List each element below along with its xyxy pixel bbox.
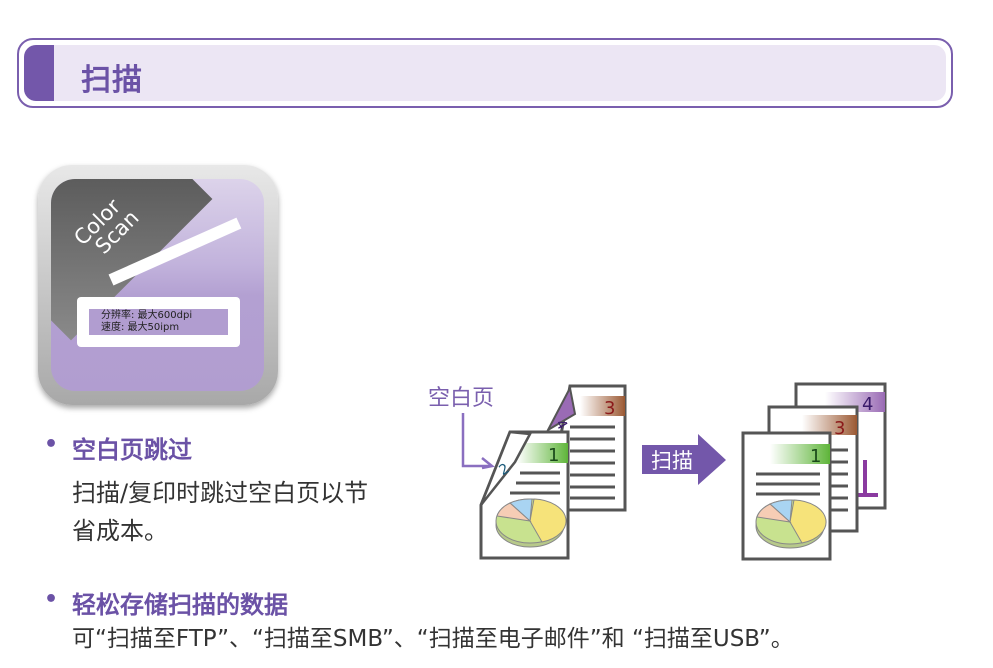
feature-text-easy-store: 可“扫描至FTP”、“扫描至SMB”、“扫描至电子邮件”和 “扫描至USB”。 bbox=[72, 626, 794, 652]
spec-resolution: 分辨率: 最大600dpi bbox=[101, 310, 193, 321]
page-number-3: 3 bbox=[604, 398, 615, 419]
output-number-3: 3 bbox=[834, 418, 845, 439]
page-number-1: 1 bbox=[548, 445, 559, 466]
page-3-doc: 3 4 bbox=[545, 384, 627, 512]
bullet-dot: • bbox=[44, 432, 59, 457]
section-header: 扫描 bbox=[17, 38, 953, 108]
feature-text-line: 省成本。 bbox=[72, 517, 168, 545]
blank-page-skip-diagram: 空白页 3 4 1 2 扫描 4 3 bbox=[428, 382, 887, 561]
feature-title-blank-skip: 空白页跳过 bbox=[72, 436, 192, 464]
page-title: 扫描 bbox=[81, 63, 143, 98]
header-accent-tab bbox=[24, 45, 54, 101]
feature-text-line: 扫描/复印时跳过空白页以节 bbox=[72, 479, 369, 507]
page-1-doc: 1 2 bbox=[479, 430, 570, 560]
feature-text-blank-skip: 扫描/复印时跳过空白页以节 省成本。 bbox=[72, 474, 368, 550]
pointer-line bbox=[461, 413, 490, 468]
color-scan-icon: Color Scan 分辨率: 最大600dpi 速度: 最大50ipm bbox=[38, 165, 278, 405]
output-number-4: 4 bbox=[862, 394, 873, 415]
feature-title-easy-store: 轻松存储扫描的数据 bbox=[72, 591, 288, 619]
bullet-dot: • bbox=[44, 587, 59, 612]
pointer-arrowhead bbox=[481, 457, 495, 470]
header-bar: 扫描 bbox=[24, 45, 946, 101]
blank-page-label: 空白页 bbox=[428, 386, 494, 411]
spec-display: 分辨率: 最大600dpi 速度: 最大50ipm bbox=[89, 309, 228, 335]
scanner-bed-icon: 分辨率: 最大600dpi 速度: 最大50ipm bbox=[77, 297, 240, 347]
output-page-1: 1 bbox=[741, 431, 832, 561]
spec-speed: 速度: 最大50ipm bbox=[101, 322, 180, 333]
scan-arrow-label: 扫描 bbox=[651, 449, 693, 473]
scan-arrow-icon bbox=[642, 434, 726, 485]
icon-face: Color Scan 分辨率: 最大600dpi 速度: 最大50ipm bbox=[51, 179, 264, 391]
output-number-1: 1 bbox=[810, 446, 821, 467]
